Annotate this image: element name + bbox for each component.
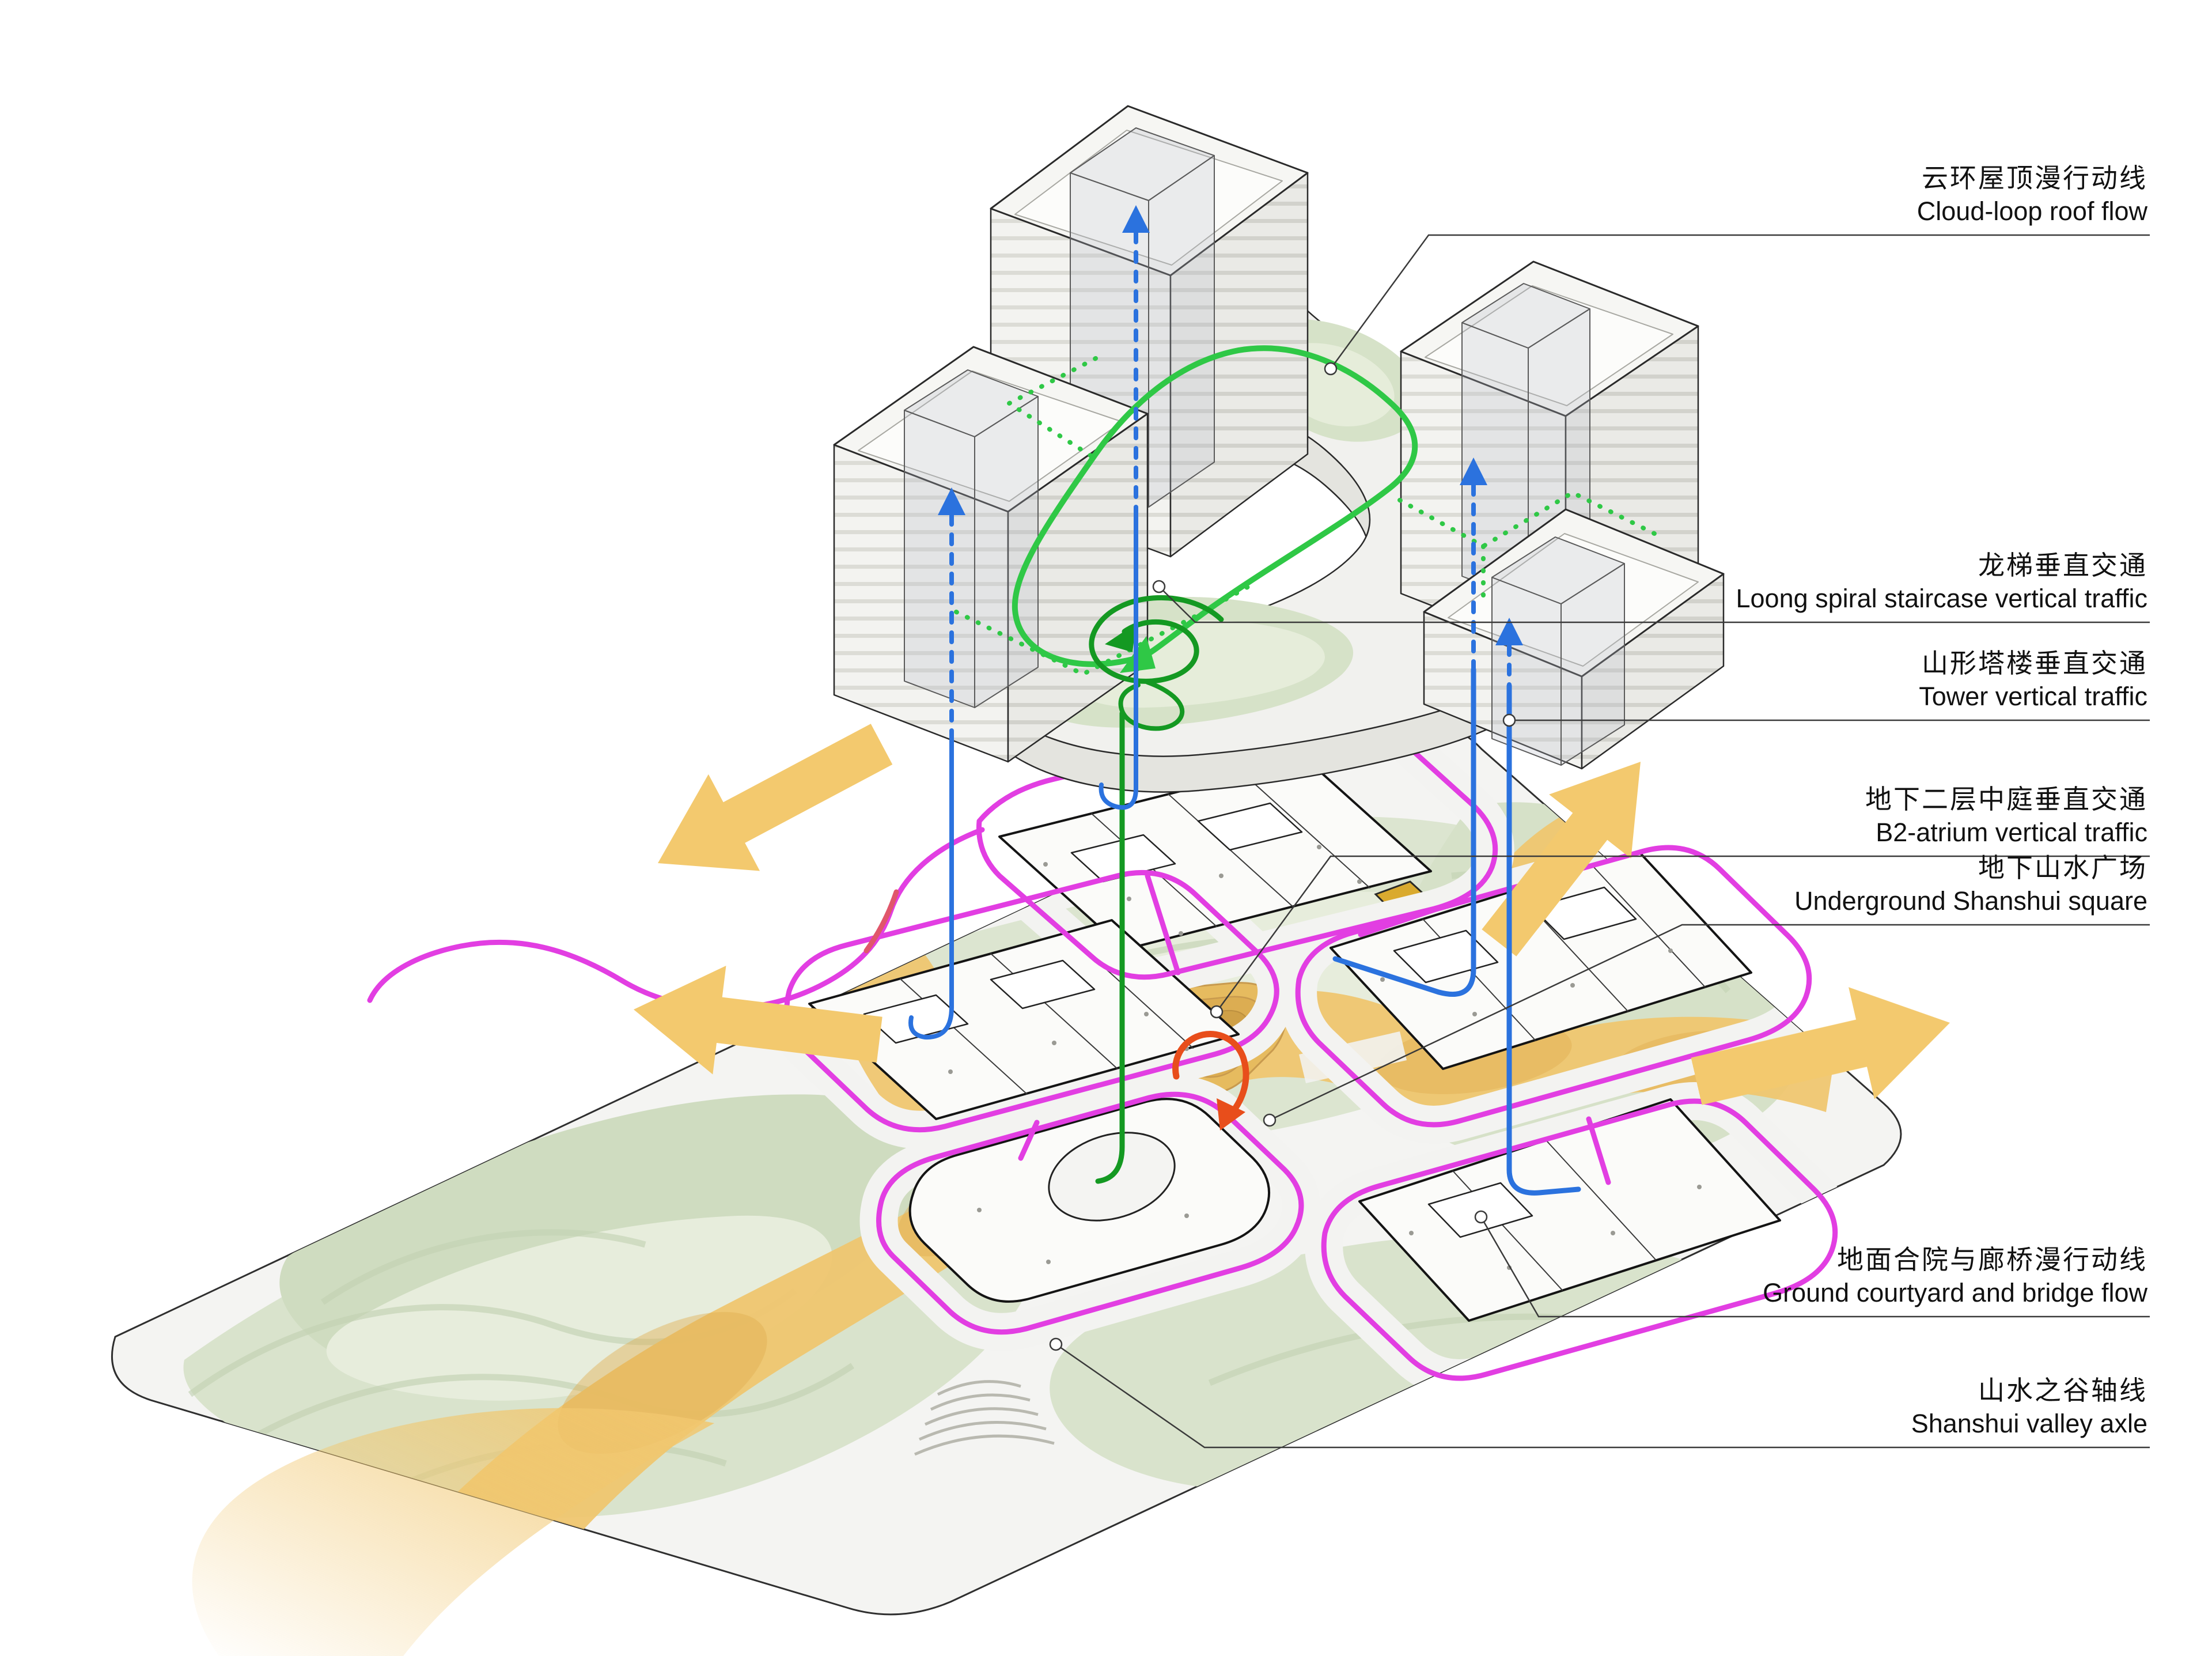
magenta-loop-southeast xyxy=(1321,1098,1838,1381)
label-en: Tower vertical traffic xyxy=(1919,682,2147,711)
label-shanshui-valley-axle: 山水之谷轴线 Shanshui valley axle xyxy=(1911,1374,2147,1441)
magenta-connector-2 xyxy=(1018,1120,1040,1161)
label-en: Cloud-loop roof flow xyxy=(1916,196,2147,226)
green-vertical-drop xyxy=(1095,710,1125,1184)
leader-loong-spiral xyxy=(1158,586,2150,623)
leader-underground-square xyxy=(1269,924,2150,1121)
leader-lines xyxy=(1049,234,2150,1449)
label-tower-vertical: 山形塔楼垂直交通 Tower vertical traffic xyxy=(1919,646,2147,713)
building-west xyxy=(808,919,1240,1120)
valley-arrow-northwest xyxy=(658,724,893,871)
tower-core xyxy=(904,369,1039,708)
leader-valley-axle xyxy=(1055,1343,2150,1449)
tower-vertical-traffic-lines xyxy=(908,205,1581,1196)
magenta-loop-south xyxy=(876,1091,1304,1335)
tower-west xyxy=(833,346,1149,763)
ground-courtyard-flow-lines xyxy=(367,710,1838,1381)
blue-line-north xyxy=(1099,205,1150,810)
blue-line-west xyxy=(908,487,965,1040)
label-en: Underground Shanshui square xyxy=(1794,886,2147,916)
label-underground-square: 地下山水广场 Underground Shanshui square xyxy=(1794,851,2147,918)
magenta-connector-4 xyxy=(1586,1116,1611,1185)
blue-line-far-right xyxy=(1495,618,1581,1196)
valley-fade-southwest xyxy=(192,1408,715,1656)
blue-line-east xyxy=(1332,458,1487,997)
leader-markers xyxy=(1049,362,1516,1351)
label-cn: 地下二层中庭垂直交通 xyxy=(1865,784,2147,814)
label-cn: 云环屋顶漫行动线 xyxy=(1922,163,2147,193)
spiral-arrowhead xyxy=(1105,623,1136,652)
label-cn: 龙梯垂直交通 xyxy=(1978,550,2147,580)
label-ground-courtyard-flow: 地面合院与廊桥漫行动线 Ground courtyard and bridge … xyxy=(1763,1243,2147,1310)
label-cn: 地面合院与廊桥漫行动线 xyxy=(1837,1245,2147,1275)
magenta-loop-north xyxy=(976,710,1498,980)
label-cn: 地下山水广场 xyxy=(1978,853,2147,883)
b2-buildings xyxy=(808,758,1781,1322)
label-cn: 山形塔楼垂直交通 xyxy=(1922,648,2147,678)
cloud-loop-roof-flow-lines xyxy=(954,345,1661,677)
label-en: Shanshui valley axle xyxy=(1911,1409,2147,1438)
label-loong-spiral-stair: 龙梯垂直交通 Loong spiral staircase vertical t… xyxy=(1736,549,2148,615)
label-en: Loong spiral staircase vertical traffic xyxy=(1736,584,2148,613)
building-north xyxy=(998,758,1432,951)
magenta-loop-west xyxy=(784,870,1279,1133)
valley-arrow-northeast xyxy=(1482,762,1641,956)
valley-axle-arrows xyxy=(192,724,1950,1656)
leader-b2-atrium xyxy=(1215,855,2150,1012)
green-roof-loop xyxy=(1012,345,1418,667)
leader-ground-courtyard xyxy=(1480,1216,2150,1318)
label-en: B2-atrium vertical traffic xyxy=(1876,818,2147,847)
label-en: Ground courtyard and bridge flow xyxy=(1763,1278,2147,1307)
magenta-connector-1 xyxy=(1145,873,1181,976)
label-cn: 山水之谷轴线 xyxy=(1978,1375,2147,1405)
leader-cloud-loop xyxy=(1330,234,2150,369)
columns xyxy=(1043,845,1362,936)
valley-arrow-east xyxy=(1691,987,1950,1105)
green-dotted-segments xyxy=(954,356,1661,677)
spiral-lower-loop xyxy=(1118,680,1185,731)
atrium-spiral-arrow xyxy=(1172,1031,1249,1131)
magenta-valley-cross-tint xyxy=(863,889,899,954)
magenta-connector-3 xyxy=(1358,897,1466,937)
valley-arrow-west xyxy=(634,965,882,1075)
label-b2-atrium-vertical: 地下二层中庭垂直交通 B2-atrium vertical traffic xyxy=(1865,782,2147,849)
magenta-loop-east xyxy=(1295,845,1812,1128)
label-cloud-loop-roof-flow: 云环屋顶漫行动线 Cloud-loop roof flow xyxy=(1917,161,2147,228)
